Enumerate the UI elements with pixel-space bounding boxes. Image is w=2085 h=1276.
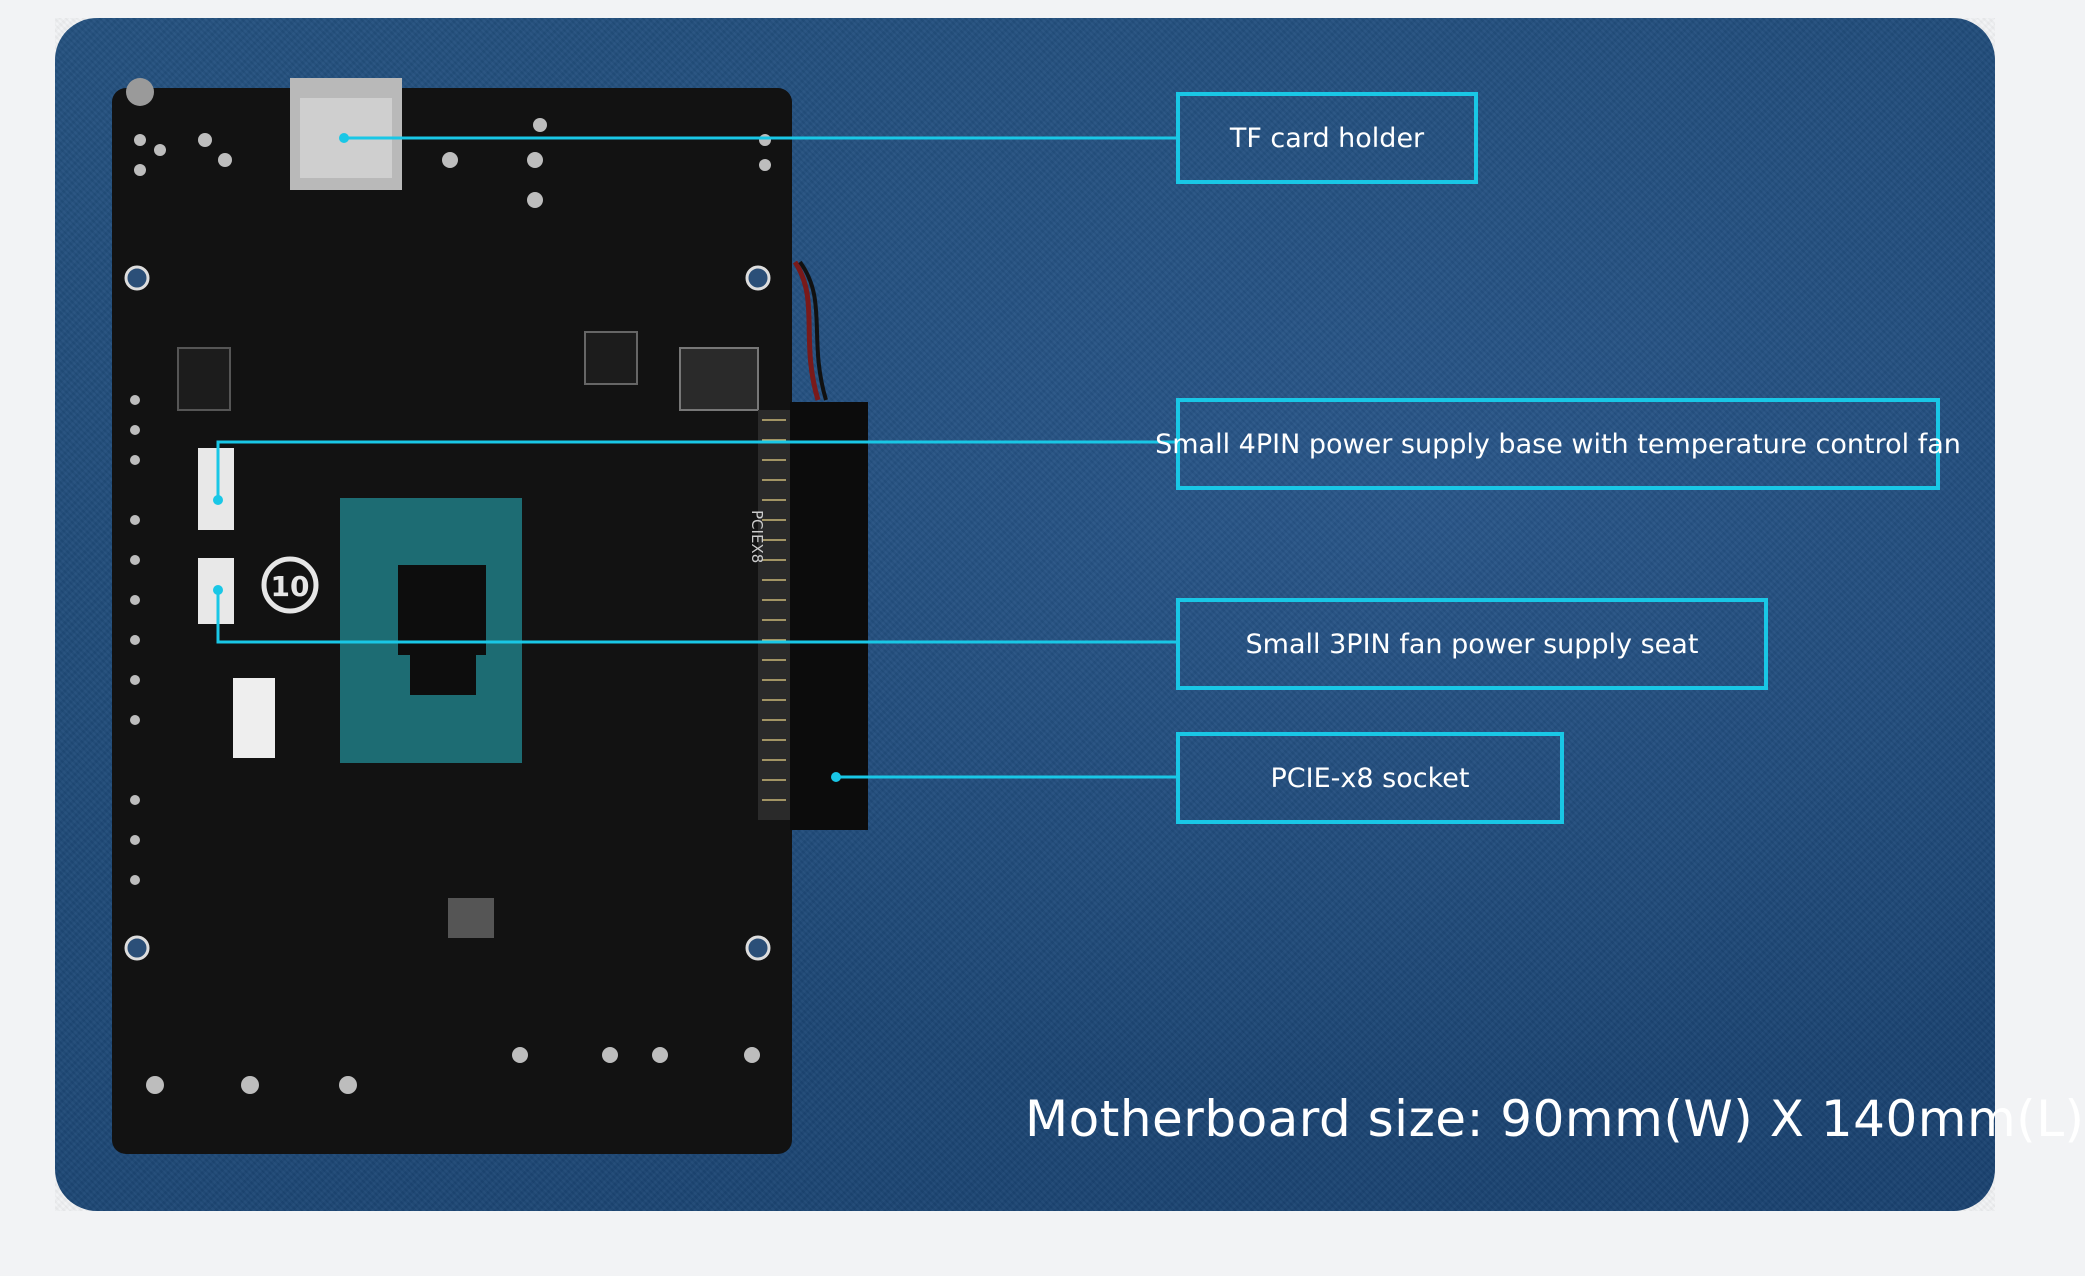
chip: [177, 347, 231, 411]
pcie-silkscreen: PCIEX8: [748, 510, 766, 563]
mounting-hole: [124, 935, 150, 961]
callout-lines: [216, 136, 1178, 779]
windows-badge-text: 10: [271, 570, 310, 603]
windows-badge-icon: [261, 556, 319, 614]
board-sticker: [233, 678, 275, 758]
pcb-components: [130, 118, 771, 1094]
io-controller-chip: [679, 347, 759, 411]
callout-pcie-x8-socket: PCIE-x8 socket: [1176, 732, 1564, 824]
callout-tf-card-holder: TF card holder: [1176, 92, 1478, 184]
chip: [448, 898, 494, 938]
mounting-hole: [745, 935, 771, 961]
chip: [584, 331, 638, 385]
fan-4pin-connector: [198, 448, 234, 530]
callout-4pin-fan-base: Small 4PIN power supply base with temper…: [1155, 398, 1961, 490]
callout-3pin-fan-seat: Small 3PIN fan power supply seat: [1176, 598, 1768, 690]
pcie-x8-socket: [790, 402, 868, 830]
mounting-hole: [745, 265, 771, 291]
cpu-die: [398, 565, 486, 655]
standoff: [126, 78, 154, 106]
mounting-hole: [124, 265, 150, 291]
callout-dots: [213, 133, 841, 782]
fan-cable: [792, 260, 821, 401]
motherboard-size-caption: Motherboard size: 90mm(W) X 140mm(L): [1025, 1090, 2085, 1148]
pcie-pins: [758, 410, 790, 820]
